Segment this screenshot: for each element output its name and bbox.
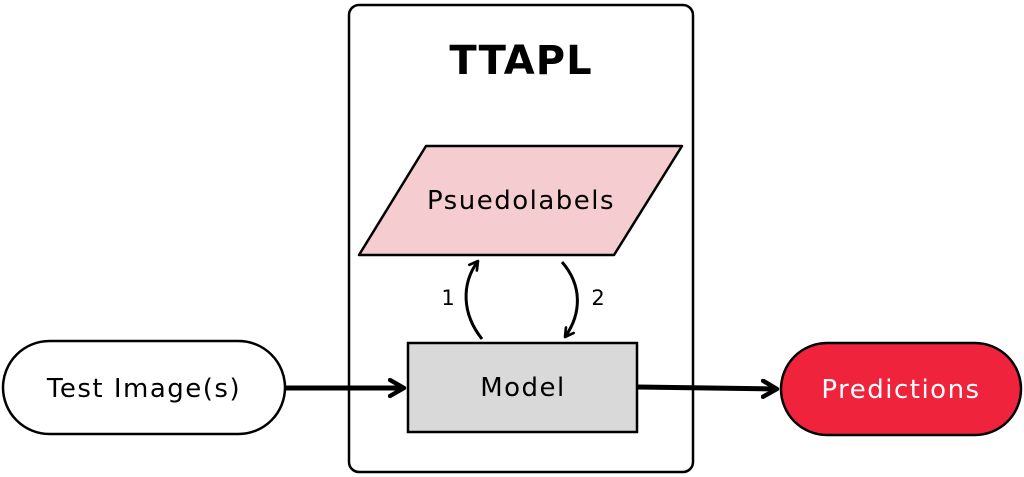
model-node: [406, 341, 639, 434]
model-to-predictions-arrow: [636, 387, 777, 389]
model-label: Model: [480, 373, 566, 403]
pseudolabels-node: [357, 144, 684, 257]
step-2-label: 2: [591, 286, 604, 310]
model-to-pseudolabels-arrow: [464, 261, 484, 340]
predictions-label: Predictions: [821, 375, 980, 405]
predictions-node: [779, 341, 1023, 437]
pseudolabels-label: Psuedolabels: [427, 186, 615, 216]
pseudolabels-to-model-arrow: [560, 261, 579, 337]
step-1-label: 1: [441, 286, 454, 310]
container-title: TTAPL: [449, 38, 592, 84]
test-images-label: Test Image(s): [46, 374, 241, 404]
